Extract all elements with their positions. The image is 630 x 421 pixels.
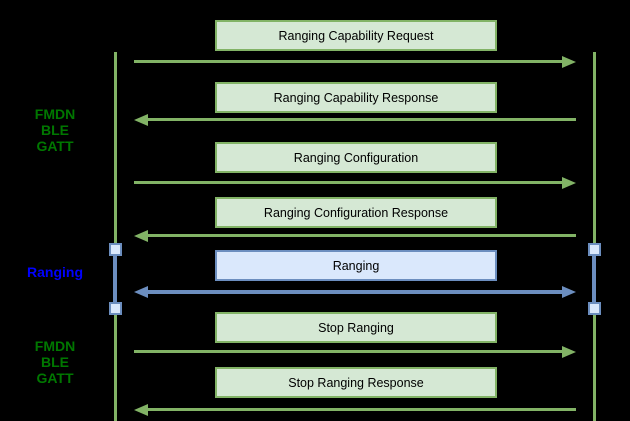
- arrow-shaft: [146, 234, 576, 237]
- arrowhead-right-icon: [562, 177, 576, 189]
- arrowhead-left-icon: [134, 230, 148, 242]
- side-label-line: GATT: [36, 138, 74, 154]
- side-label-line: FMDN: [34, 106, 76, 122]
- arrow-left-ranging-capability-response: [134, 114, 576, 126]
- side-label-line: BLE: [41, 122, 69, 138]
- arrow-shaft: [146, 408, 576, 411]
- arrow-shaft: [146, 290, 564, 294]
- message-label: Stop Ranging: [318, 320, 394, 335]
- side-label-line: FMDN: [34, 338, 76, 354]
- side-label-fmdn-ble-gatt-bottom: FMDN BLE GATT: [0, 338, 110, 386]
- arrow-shaft: [146, 118, 576, 121]
- arrowhead-left-icon: [134, 404, 148, 416]
- arrow-right-ranging-capability-request: [134, 56, 576, 68]
- arrowhead-right-icon: [562, 286, 576, 298]
- arrow-shaft: [134, 181, 564, 184]
- arrowhead-left-icon: [134, 114, 148, 126]
- arrow-bidirectional-ranging: [134, 286, 576, 298]
- message-label: Ranging Configuration Response: [263, 205, 449, 220]
- arrow-shaft: [134, 350, 564, 353]
- message-label: Ranging Configuration: [293, 150, 419, 165]
- activation-square-right-bottom: [588, 302, 601, 315]
- activation-square-left-top: [109, 243, 122, 256]
- message-box-ranging: Ranging: [215, 250, 497, 281]
- arrow-left-stop-ranging-response: [134, 404, 576, 416]
- message-label: Ranging Capability Request: [278, 28, 434, 43]
- arrow-right-stop-ranging: [134, 346, 576, 358]
- arrowhead-right-icon: [562, 56, 576, 68]
- side-label-fmdn-ble-gatt-top: FMDN BLE GATT: [0, 106, 110, 154]
- message-box-ranging-configuration: Ranging Configuration: [215, 142, 497, 173]
- side-label-ranging: Ranging: [0, 264, 110, 280]
- activation-square-right-top: [588, 243, 601, 256]
- activation-square-left-bottom: [109, 302, 122, 315]
- side-label-line: GATT: [36, 370, 74, 386]
- message-label: Stop Ranging Response: [288, 375, 424, 390]
- message-box-ranging-capability-request: Ranging Capability Request: [215, 20, 497, 51]
- message-label: Ranging Capability Response: [273, 90, 439, 105]
- arrow-right-ranging-configuration: [134, 177, 576, 189]
- arrow-left-ranging-configuration-response: [134, 230, 576, 242]
- lifeline-left: [114, 52, 117, 421]
- message-box-stop-ranging-response: Stop Ranging Response: [215, 367, 497, 398]
- arrowhead-right-icon: [562, 346, 576, 358]
- side-label-line: BLE: [41, 354, 69, 370]
- activation-connector-left: [113, 249, 117, 309]
- message-box-ranging-configuration-response: Ranging Configuration Response: [215, 197, 497, 228]
- message-label: Ranging: [332, 258, 380, 273]
- message-box-ranging-capability-response: Ranging Capability Response: [215, 82, 497, 113]
- lifeline-right: [593, 52, 596, 421]
- side-label-line: Ranging: [27, 264, 83, 280]
- message-box-stop-ranging: Stop Ranging: [215, 312, 497, 343]
- arrowhead-left-icon: [134, 286, 148, 298]
- activation-connector-right: [592, 249, 596, 309]
- arrow-shaft: [134, 60, 564, 63]
